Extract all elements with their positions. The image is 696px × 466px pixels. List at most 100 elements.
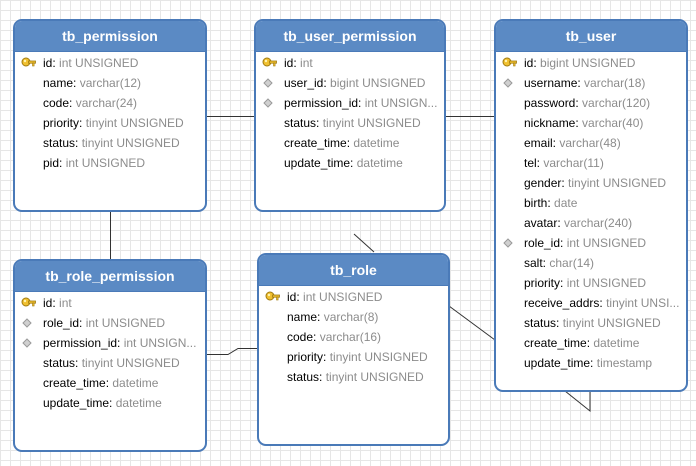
field-row[interactable]: tel: varchar(11) xyxy=(496,153,686,173)
field-row[interactable]: status: tinyint UNSIGNED xyxy=(256,113,444,133)
field-name: salt: xyxy=(524,256,547,270)
field-row[interactable]: gender: tinyint UNSIGNED xyxy=(496,173,686,193)
field-row[interactable]: email: varchar(48) xyxy=(496,133,686,153)
foreign-key-icon xyxy=(262,76,278,90)
field-name: username: xyxy=(524,76,581,90)
field-row[interactable]: priority: int UNSIGNED xyxy=(496,273,686,293)
primary-key-icon xyxy=(21,56,37,70)
field-row[interactable]: id: int xyxy=(15,293,205,313)
field-type: tinyint UNSIGNED xyxy=(81,356,180,370)
field-row[interactable]: password: varchar(120) xyxy=(496,93,686,113)
field-name: code: xyxy=(43,96,73,110)
field-name: id: xyxy=(43,56,56,70)
field-type: datetime xyxy=(112,376,159,390)
field-row[interactable]: name: varchar(12) xyxy=(15,73,205,93)
field-row[interactable]: status: tinyint UNSIGNED xyxy=(496,313,686,333)
field-name: priority: xyxy=(43,116,83,130)
primary-key-icon xyxy=(21,296,37,310)
field-row[interactable]: role_id: int UNSIGNED xyxy=(15,313,205,333)
field-row[interactable]: user_id: bigint UNSIGNED xyxy=(256,73,444,93)
field-name: role_id: xyxy=(43,316,83,330)
field-row[interactable]: status: tinyint UNSIGNED xyxy=(259,367,448,387)
field-row[interactable]: nickname: varchar(40) xyxy=(496,113,686,133)
field-type: int UNSIGN... xyxy=(123,336,197,350)
field-name: status: xyxy=(43,136,79,150)
field-row[interactable]: pid: int UNSIGNED xyxy=(15,153,205,173)
field-row[interactable]: id: bigint UNSIGNED xyxy=(496,53,686,73)
field-type: datetime xyxy=(115,396,162,410)
field-row[interactable]: create_time: datetime xyxy=(496,333,686,353)
field-row[interactable]: create_time: datetime xyxy=(15,373,205,393)
field-row[interactable]: salt: char(14) xyxy=(496,253,686,273)
field-row[interactable]: avatar: varchar(240) xyxy=(496,213,686,233)
field-type: tinyint UNSIGNED xyxy=(329,350,428,364)
field-row[interactable]: name: varchar(8) xyxy=(259,307,448,327)
link-user-inheritance-bottom xyxy=(564,390,591,413)
field-name: status: xyxy=(287,370,323,384)
field-type: datetime xyxy=(353,136,400,150)
field-type: int UNSIGNED xyxy=(59,56,139,70)
field-type: timestamp xyxy=(596,356,653,370)
field-row[interactable]: permission_id: int UNSIGN... xyxy=(256,93,444,113)
field-row[interactable]: priority: tinyint UNSIGNED xyxy=(15,113,205,133)
field-row[interactable]: birth: date xyxy=(496,193,686,213)
field-name: tel: xyxy=(524,156,541,170)
field-row[interactable]: status: tinyint UNSIGNED xyxy=(15,353,205,373)
field-row[interactable]: priority: tinyint UNSIGNED xyxy=(259,347,448,367)
field-name: avatar: xyxy=(524,216,561,230)
field-type: tinyint UNSIGNED xyxy=(85,116,184,130)
foreign-key-icon xyxy=(502,236,518,250)
field-row[interactable]: id: int UNSIGNED xyxy=(259,287,448,307)
field-name: update_time: xyxy=(284,156,354,170)
table-title: tb_role xyxy=(259,255,448,286)
field-name: id: xyxy=(524,56,537,70)
table-title: tb_permission xyxy=(15,21,205,52)
field-row[interactable]: permission_id: int UNSIGN... xyxy=(15,333,205,353)
field-row[interactable]: id: int xyxy=(256,53,444,73)
field-type: tinyint UNSIGNED xyxy=(325,370,424,384)
field-row[interactable]: receive_addrs: tinyint UNSI... xyxy=(496,293,686,313)
field-row[interactable]: status: tinyint UNSIGNED xyxy=(15,133,205,153)
table-title: tb_user xyxy=(496,21,686,52)
field-type: bigint UNSIGNED xyxy=(330,76,426,90)
field-row[interactable]: update_time: datetime xyxy=(15,393,205,413)
field-type: int UNSIGN... xyxy=(364,96,438,110)
primary-key-icon xyxy=(502,56,518,70)
field-type: int UNSIGNED xyxy=(85,316,166,330)
field-row[interactable]: username: varchar(18) xyxy=(496,73,686,93)
field-type: int UNSIGNED xyxy=(566,276,647,290)
field-type: tinyint UNSIGNED xyxy=(322,116,421,130)
field-name: priority: xyxy=(524,276,564,290)
field-type: date xyxy=(554,196,578,210)
field-name: pid: xyxy=(43,156,63,170)
field-row[interactable]: update_time: datetime xyxy=(256,153,444,173)
field-name: user_id: xyxy=(284,76,327,90)
field-row[interactable]: code: varchar(16) xyxy=(259,327,448,347)
field-name: permission_id: xyxy=(284,96,362,110)
field-row[interactable]: code: varchar(24) xyxy=(15,93,205,113)
field-type: datetime xyxy=(593,336,640,350)
field-row[interactable]: role_id: int UNSIGNED xyxy=(496,233,686,253)
field-row[interactable]: id: int UNSIGNED xyxy=(15,53,205,73)
field-row[interactable]: update_time: timestamp xyxy=(496,353,686,373)
field-name: status: xyxy=(284,116,320,130)
field-name: gender: xyxy=(524,176,565,190)
field-type: int UNSIGNED xyxy=(566,236,647,250)
field-name: update_time: xyxy=(524,356,594,370)
field-type: tinyint UNSIGNED xyxy=(81,136,180,150)
field-name: status: xyxy=(524,316,560,330)
field-row[interactable]: create_time: datetime xyxy=(256,133,444,153)
field-name: birth: xyxy=(524,196,551,210)
field-name: role_id: xyxy=(524,236,564,250)
field-name: permission_id: xyxy=(43,336,121,350)
field-type: datetime xyxy=(356,156,403,170)
field-type: int xyxy=(300,56,313,70)
